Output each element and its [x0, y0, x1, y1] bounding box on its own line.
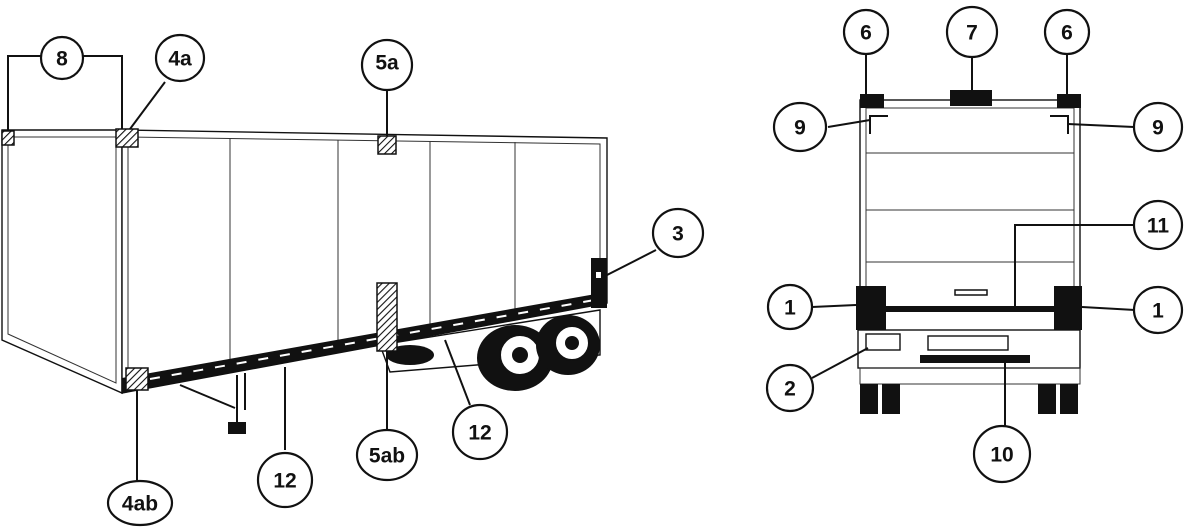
marker-9-right	[1050, 115, 1069, 134]
callout-6-left: 6	[842, 8, 890, 56]
marker-1-right-lamp	[1054, 286, 1082, 330]
marker-6-right	[1057, 94, 1081, 108]
marker-1-left-lamp	[856, 286, 886, 330]
rear-view-trailer	[856, 90, 1082, 414]
callout-4a: 4a	[154, 33, 206, 83]
callout-12-right: 12	[451, 403, 509, 461]
svg-text:10: 10	[990, 444, 1013, 467]
trailer-front-face	[1, 129, 123, 395]
callout-1-left: 1	[766, 283, 814, 331]
svg-text:1: 1	[784, 297, 796, 320]
svg-text:1: 1	[1152, 300, 1164, 323]
side-bottom-rail	[122, 292, 607, 393]
marker-9-left	[869, 115, 888, 134]
svg-text:5ab: 5ab	[369, 445, 405, 468]
svg-text:6: 6	[860, 22, 872, 45]
rear-bumper-box	[927, 335, 1009, 351]
landing-gear	[179, 373, 246, 434]
marker-5ab	[376, 282, 398, 352]
callout-8: 8	[39, 35, 85, 81]
callout-3: 3	[651, 207, 705, 259]
svg-text:8: 8	[56, 48, 68, 71]
callout-6-right: 6	[1043, 8, 1091, 56]
side-rail-marking-dashes	[149, 298, 601, 380]
svg-text:7: 7	[966, 22, 978, 45]
rear-view-leaders	[811, 54, 1136, 432]
marker-4ab	[125, 367, 149, 391]
rear-wheels	[386, 315, 600, 391]
callout-1-right: 1	[1132, 285, 1184, 335]
svg-text:9: 9	[1152, 117, 1164, 140]
marker-4a	[115, 128, 139, 148]
callout-4ab: 4ab	[106, 479, 174, 527]
trailer-front-face-inner	[7, 136, 117, 384]
rear-wheel-left-outer	[860, 384, 878, 414]
callout-5a: 5a	[360, 38, 414, 92]
rear-wheel-right-inner	[1038, 384, 1056, 414]
callout-9-right: 9	[1132, 101, 1184, 153]
door-handle	[954, 289, 988, 296]
callout-2: 2	[765, 363, 815, 413]
svg-text:12: 12	[468, 422, 491, 445]
rear-door-frame	[859, 99, 1081, 311]
side-view-leaders	[7, 55, 657, 480]
svg-text:3: 3	[672, 223, 684, 246]
marker-6-left	[860, 94, 884, 108]
rear-wheel-left-inner	[882, 384, 900, 414]
marker-5a	[377, 135, 397, 155]
svg-text:4ab: 4ab	[122, 493, 158, 516]
svg-text:4a: 4a	[168, 48, 192, 71]
callout-10: 10	[972, 424, 1032, 484]
svg-text:12: 12	[273, 470, 296, 493]
svg-text:5a: 5a	[375, 52, 399, 75]
marker-7	[950, 90, 992, 106]
license-plate-area-10	[920, 355, 1030, 363]
svg-text:6: 6	[1061, 22, 1073, 45]
callout-12-left: 12	[256, 451, 314, 509]
marker-8-front-corner	[1, 130, 15, 146]
svg-text:9: 9	[794, 117, 806, 140]
svg-text:2: 2	[784, 378, 796, 401]
rear-wheel-right-outer	[1060, 384, 1078, 414]
marker-2-left-box	[865, 333, 901, 351]
callout-11: 11	[1132, 199, 1184, 251]
callout-5ab: 5ab	[355, 428, 419, 482]
side-view-trailer	[1, 128, 608, 434]
rear-sill-marking-11	[880, 306, 1060, 312]
svg-text:11: 11	[1147, 215, 1170, 238]
callout-9-left: 9	[772, 101, 828, 153]
marker-3-rear-lamp	[591, 258, 607, 308]
callout-7: 7	[945, 5, 999, 59]
